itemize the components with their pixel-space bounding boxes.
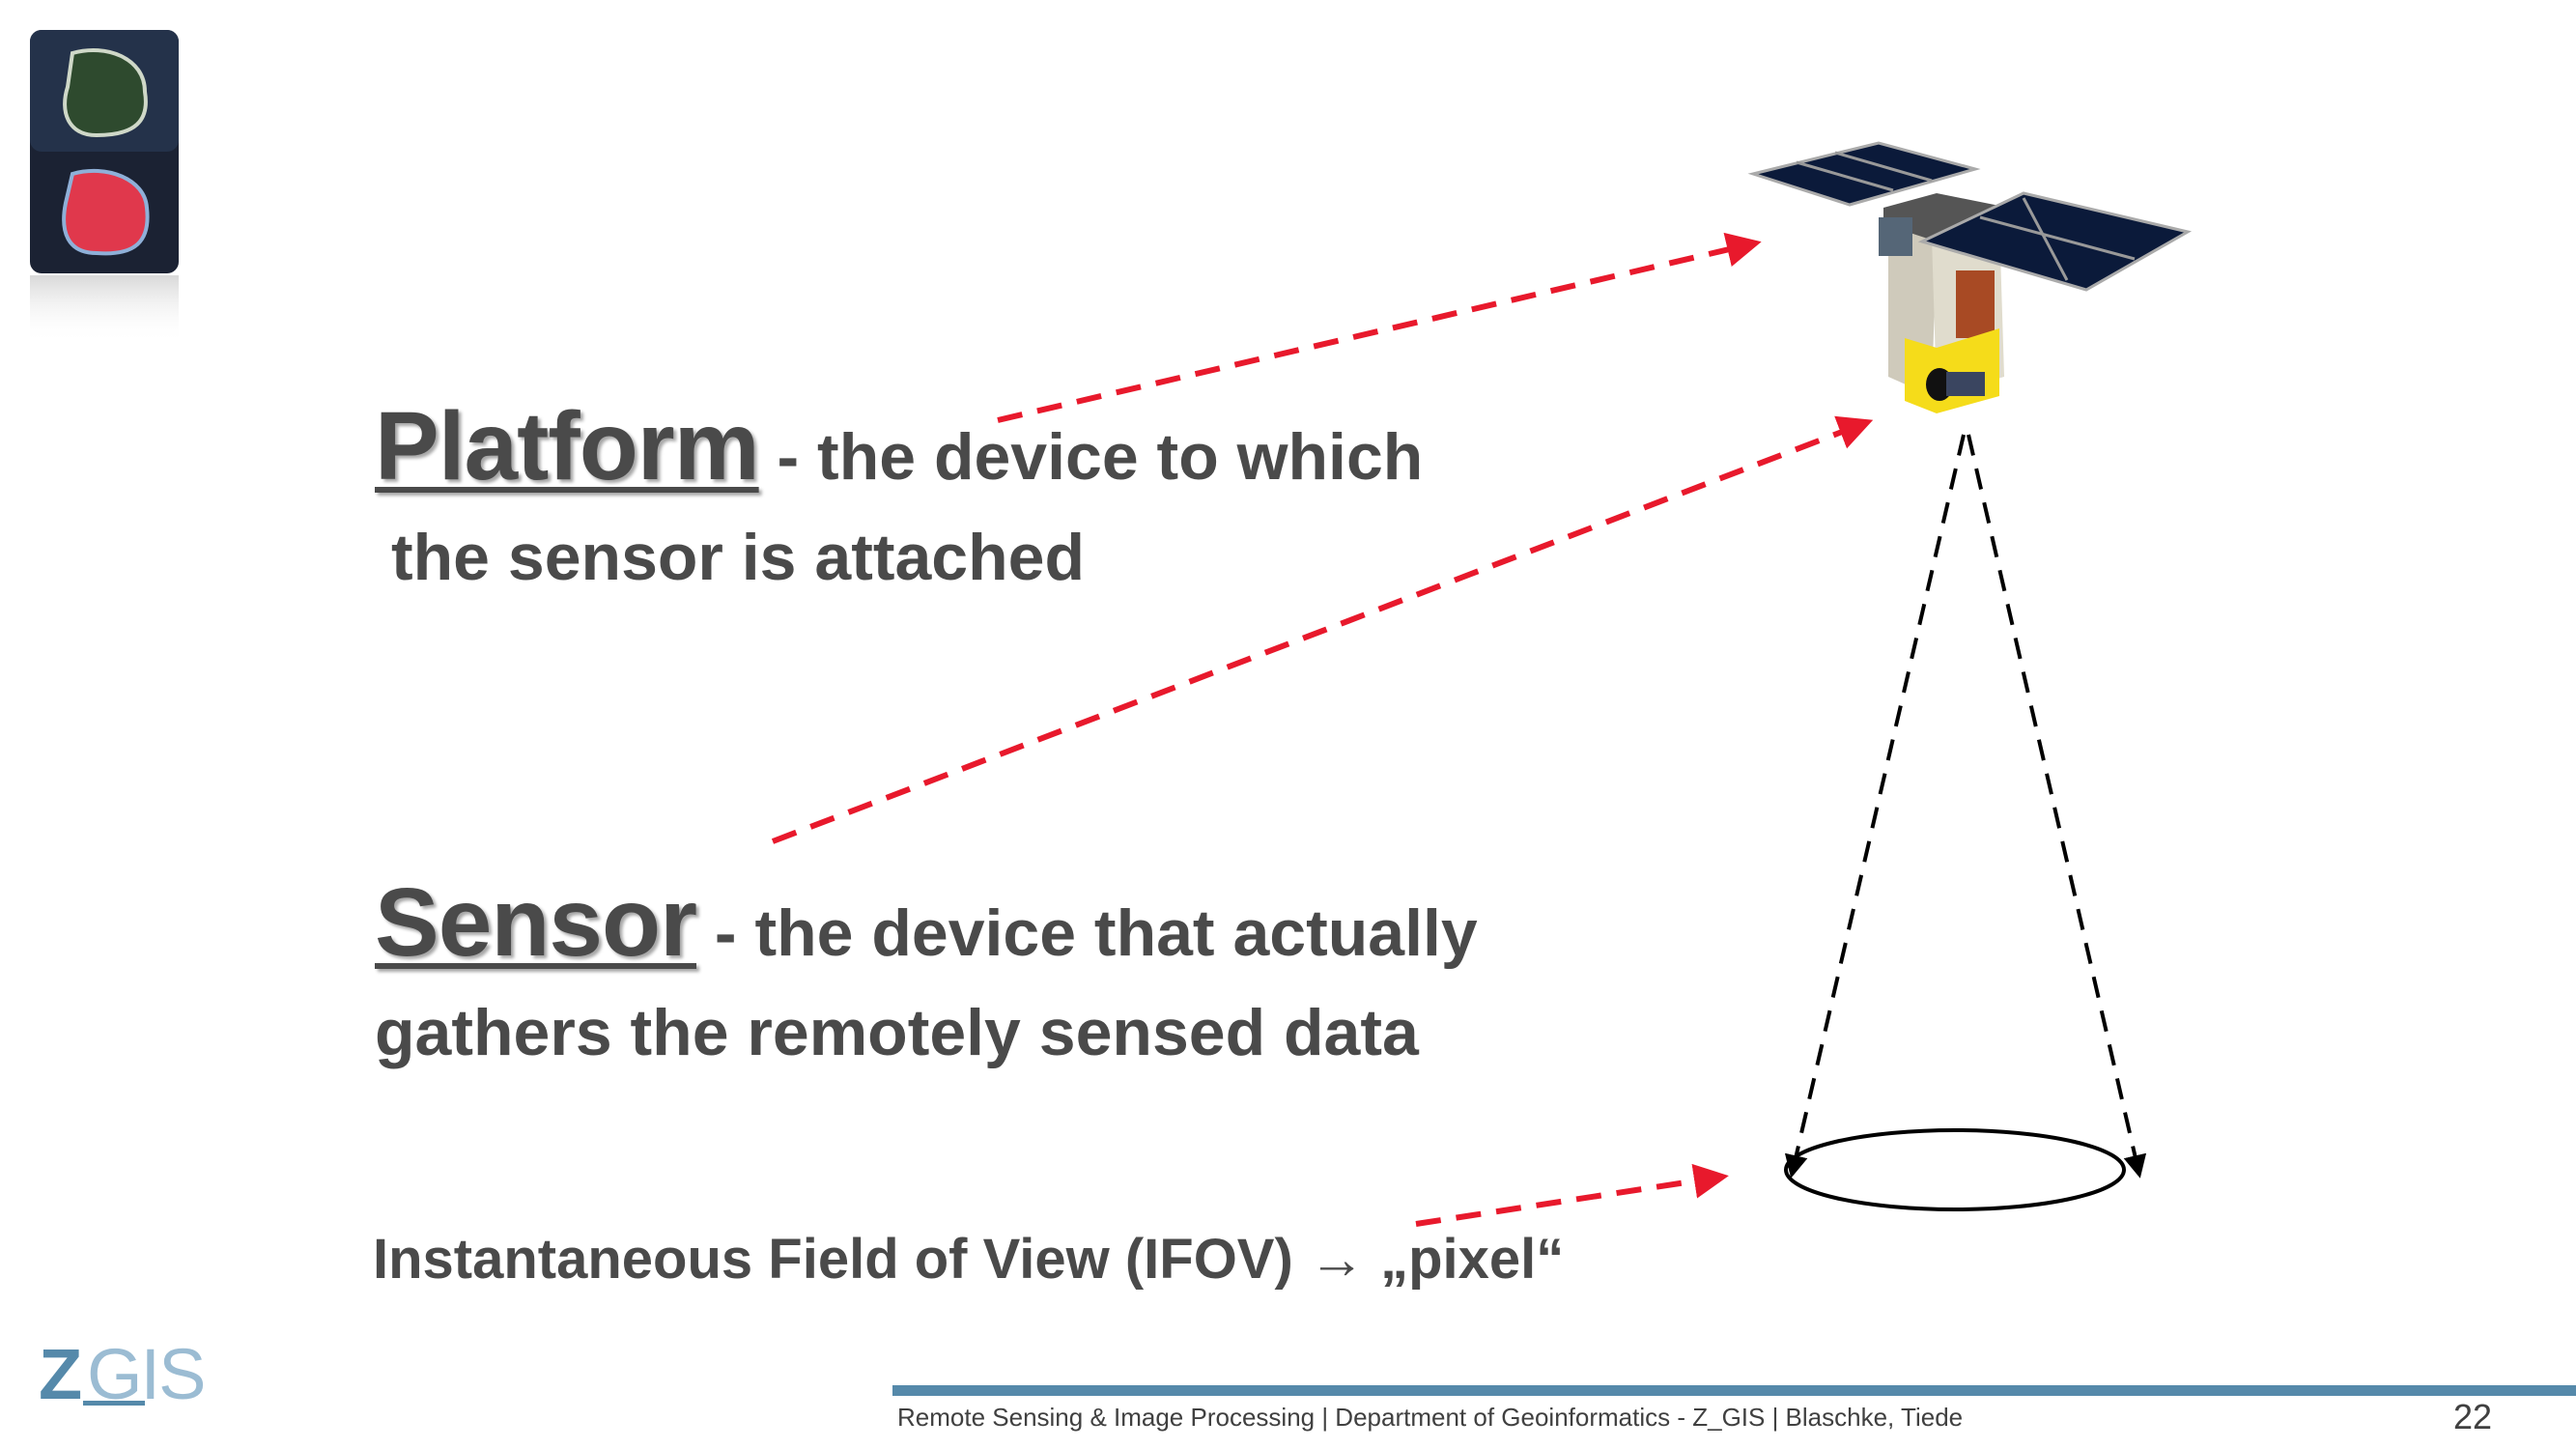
satellite-illustration (1747, 141, 2193, 413)
pointer-arrows (771, 232, 1874, 1227)
platform-line-1: Platform - the device to which (375, 391, 1423, 502)
sensor-definition: - the device that actually (696, 896, 1478, 970)
svg-text:Z: Z (39, 1334, 82, 1414)
ifov-text: Instantaneous Field of View (IFOV) (373, 1228, 1293, 1291)
sensor-arrow (771, 415, 1874, 844)
sensor-term: Sensor (375, 868, 697, 977)
right-arrow-icon: → (1308, 1228, 1365, 1291)
svg-text:GIS: GIS (87, 1334, 204, 1414)
page-number: 22 (2453, 1397, 2493, 1436)
platform-definition-line-2: the sensor is attached (391, 521, 1086, 594)
sensor-definition-line-2: gathers the remotely sensed data (375, 996, 1419, 1069)
platform-arrow (997, 232, 1762, 423)
satellite-image-thumbnail (30, 30, 179, 343)
field-of-view-cone (1784, 434, 2147, 1211)
pixel-label: „pixel“ (1380, 1228, 1565, 1291)
zgis-logo: Z GIS (39, 1334, 206, 1414)
sensor-line-1: Sensor - the device that actually (375, 867, 1478, 979)
ifov-line: Instantaneous Field of View (IFOV) → „pi… (373, 1227, 1564, 1292)
platform-term: Platform (375, 392, 760, 500)
ifov-footprint (1784, 1128, 2126, 1211)
platform-definition: - the device to which (758, 420, 1424, 494)
ifov-arrow (1415, 1163, 1729, 1227)
footer-text: Remote Sensing & Image Processing | Depa… (897, 1403, 1964, 1432)
footer-bar (892, 1385, 2576, 1396)
